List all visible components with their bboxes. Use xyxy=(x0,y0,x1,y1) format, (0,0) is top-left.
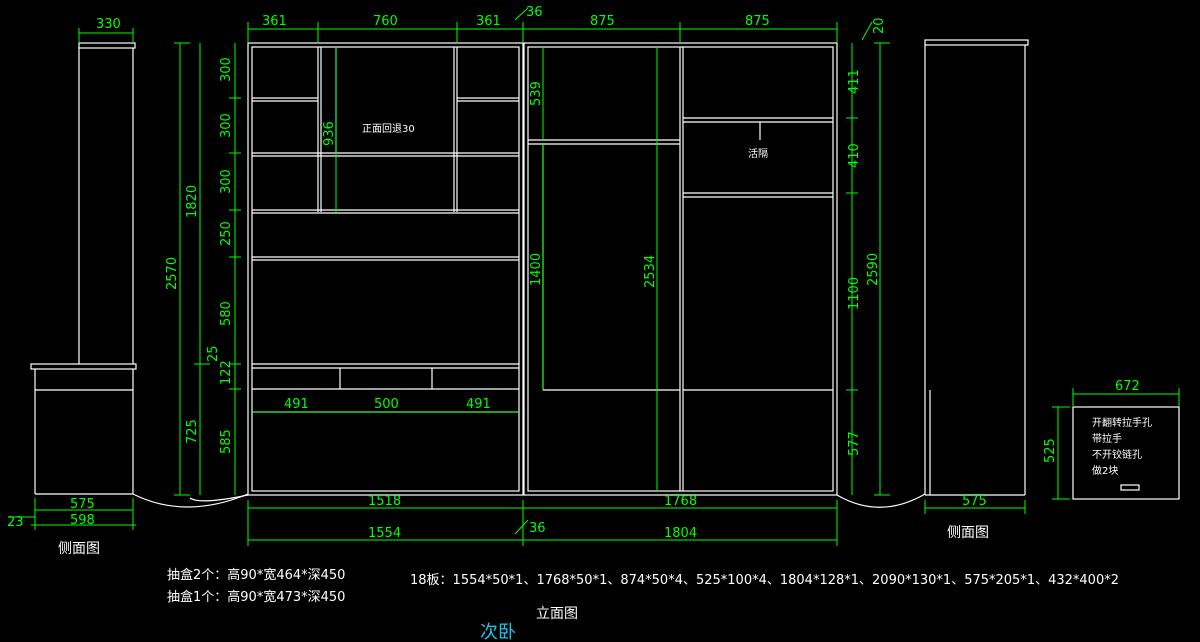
dim-491-b: 491 xyxy=(466,397,491,412)
left-view-label: 侧面图 xyxy=(58,541,100,557)
dim-top-875-b: 875 xyxy=(745,14,770,29)
dim-1400: 1400 xyxy=(529,253,544,286)
left-side-view xyxy=(10,28,249,530)
dim-2570: 2570 xyxy=(165,257,180,290)
dim-300-a: 300 xyxy=(219,57,234,82)
labels: 侧面图 侧面图 立面图 次卧 抽盒2个：高90*宽464*深450 抽盒1个：高… xyxy=(58,525,1119,642)
dim-right-bottom: 575 xyxy=(962,494,987,509)
dim-left-bottom: 575 xyxy=(70,497,95,512)
dim-top-875-a: 875 xyxy=(590,14,615,29)
elevation-label: 立面图 xyxy=(536,606,578,622)
annotations: 正面回退30 活隔 开翻转拉手孔 带拉手 不开铰链孔 做2块 xyxy=(362,123,1152,477)
dim-2534: 2534 xyxy=(643,255,658,288)
dim-25: 25 xyxy=(206,345,221,362)
right-view-label: 侧面图 xyxy=(947,525,989,541)
dim-1768: 1768 xyxy=(664,494,697,509)
room-title: 次卧 xyxy=(480,622,516,642)
panel-note-4: 做2块 xyxy=(1092,464,1118,477)
dim-panel-525: 525 xyxy=(1043,438,1058,463)
drawer-note-1: 抽盒2个：高90*宽464*深450 xyxy=(167,567,345,583)
dim-left-top: 330 xyxy=(96,17,121,32)
panel-note-3: 不开铰链孔 xyxy=(1092,448,1142,461)
glass-note: 活隔 xyxy=(748,148,768,160)
flap-panel xyxy=(1052,388,1180,500)
dim-2590: 2590 xyxy=(866,253,881,286)
dimension-texts: 330 575 598 23 361 760 361 36 875 875 20… xyxy=(7,5,1140,541)
dim-410: 410 xyxy=(847,143,862,168)
dim-1554: 1554 xyxy=(368,526,401,541)
dim-936: 936 xyxy=(322,121,337,146)
dim-250: 250 xyxy=(219,221,234,246)
dim-725: 725 xyxy=(185,419,200,444)
dim-411: 411 xyxy=(847,69,862,94)
dim-585: 585 xyxy=(219,429,234,454)
recess-note: 正面回退30 xyxy=(362,123,415,135)
dim-left-base: 598 xyxy=(70,513,95,528)
dim-top-361-a: 361 xyxy=(262,14,287,29)
dim-1518: 1518 xyxy=(368,494,401,509)
dim-577: 577 xyxy=(847,431,862,456)
dim-gap-36-bottom: 36 xyxy=(529,521,546,536)
dim-top-760: 760 xyxy=(373,14,398,29)
dim-top-361-b: 361 xyxy=(476,14,501,29)
dim-1804: 1804 xyxy=(664,526,697,541)
main-elevation xyxy=(189,42,926,508)
panel-note-2: 带拉手 xyxy=(1092,432,1122,445)
dim-300-c: 300 xyxy=(219,169,234,194)
dim-gap-36-top: 36 xyxy=(526,5,543,20)
dim-539: 539 xyxy=(529,81,544,106)
dim-panel-672: 672 xyxy=(1115,379,1140,394)
boards-note: 18板：1554*50*1、1768*50*1、874*50*4、525*100… xyxy=(410,573,1119,588)
right-side-view xyxy=(924,39,1029,514)
elevation-dimension-lines xyxy=(174,7,890,546)
dim-1100: 1100 xyxy=(847,277,862,310)
drawer-note-2: 抽盒1个：高90*宽473*深450 xyxy=(167,589,345,605)
dim-122: 122 xyxy=(219,360,234,385)
dim-1820: 1820 xyxy=(185,185,200,218)
dim-300-b: 300 xyxy=(219,113,234,138)
dim-top-20: 20 xyxy=(872,17,887,34)
dim-500: 500 xyxy=(374,397,399,412)
panel-note-1: 开翻转拉手孔 xyxy=(1092,416,1152,429)
dim-491-a: 491 xyxy=(284,397,309,412)
dim-580: 580 xyxy=(219,301,234,326)
dim-left-offset: 23 xyxy=(7,515,24,530)
